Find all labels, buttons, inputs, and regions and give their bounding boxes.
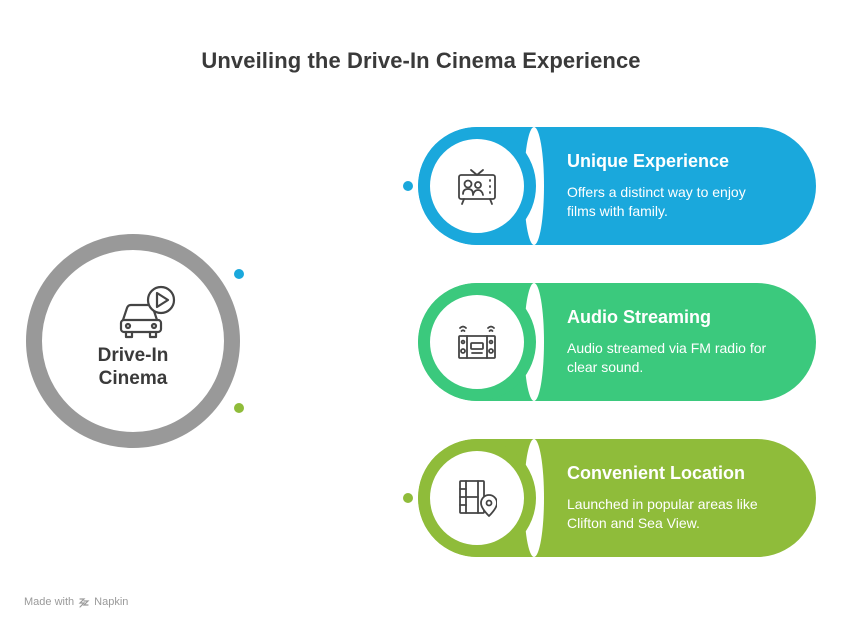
stereo-speaker-icon: [458, 325, 496, 359]
card-convenient-location: Convenient Location Launched in popular …: [418, 439, 816, 557]
card-description: Offers a distinct way to enjoy films wit…: [567, 184, 746, 219]
card-audio-streaming: Audio Streaming Audio streamed via FM ra…: [418, 283, 816, 401]
card-dot-1: [403, 181, 413, 191]
connector-dot-2: [234, 403, 244, 413]
card-description: Audio streamed via FM radio for clear so…: [567, 340, 767, 375]
connector-dot-1: [234, 269, 244, 279]
car-play-icon: [119, 285, 176, 339]
card-title: Convenient Location: [567, 463, 746, 483]
footer-brand: Napkin: [94, 596, 129, 608]
hub-label: Drive-In Cinema: [42, 344, 224, 390]
card-title: Unique Experience: [567, 151, 730, 171]
card-unique-experience: Unique Experience Offers a distinct way …: [418, 127, 816, 245]
hub-label-line-1: Drive-In: [97, 345, 169, 366]
card-icon-circle: [418, 283, 536, 401]
card-icon-circle: [418, 439, 536, 557]
footer-attribution: Made with Napkin: [24, 596, 128, 608]
card-description: Launched in popular areas like Clifton a…: [567, 496, 758, 531]
card-dot-2: [403, 493, 413, 503]
hub-label-line-2: Cinema: [98, 368, 168, 389]
napkin-logo-icon: [78, 598, 90, 608]
tv-family-icon: [458, 169, 496, 205]
page-title: Unveiling the Drive-In Cinema Experience: [201, 48, 641, 73]
card-icon-circle: [418, 127, 536, 245]
hub-circle: Drive-In Cinema: [26, 234, 240, 448]
card-title: Audio Streaming: [567, 307, 712, 327]
footer-made-with: Made with: [24, 596, 75, 608]
film-location-icon: [459, 480, 497, 517]
